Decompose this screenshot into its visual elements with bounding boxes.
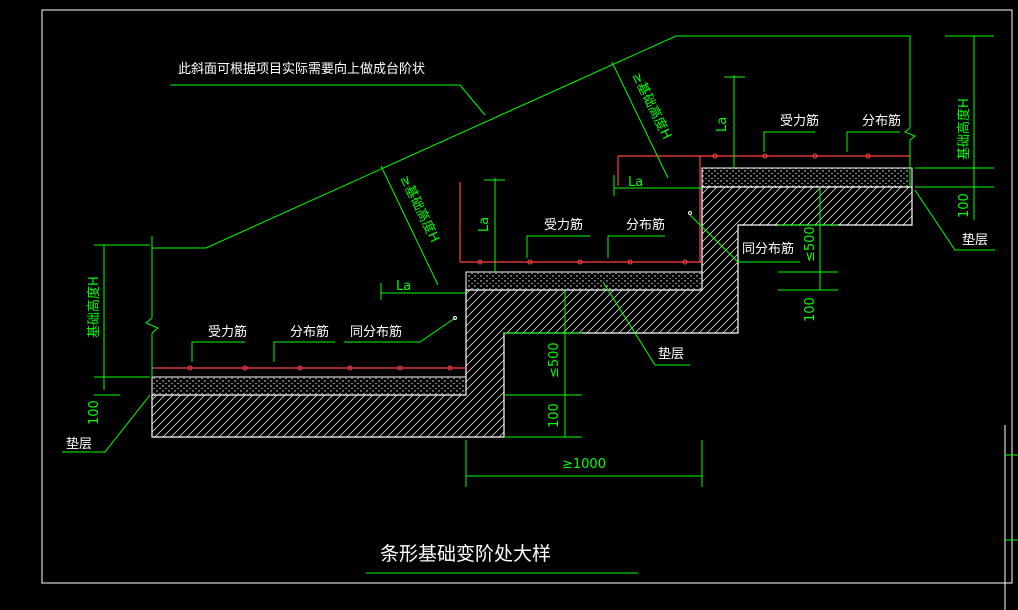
dim-100-right-middle: 100 xyxy=(803,297,818,322)
main-rebar-label-2: 受力筋 xyxy=(544,217,583,233)
dist-rebar-label-3: 分布筋 xyxy=(862,113,901,129)
dim-100-middle: 100 xyxy=(547,403,562,428)
anchor-la-label-2: La xyxy=(628,175,643,190)
anchor-la-vertical-1: La xyxy=(477,217,492,232)
cushion-label-middle: 垫层 xyxy=(658,346,684,362)
dim-ge1000: ≥1000 xyxy=(562,457,606,472)
rebar-dots xyxy=(187,153,871,371)
dim-100-right: 100 xyxy=(957,193,972,218)
main-rebar-label-1: 受力筋 xyxy=(208,324,247,340)
dist-rebar-label-2: 分布筋 xyxy=(626,217,665,233)
height-ge-label-1: ≥基础高度H xyxy=(396,173,442,245)
anchor-end-marks xyxy=(453,211,692,320)
rebar-lines xyxy=(152,155,910,369)
cushion-label-left: 垫层 xyxy=(66,436,92,452)
main-rebar-label-3: 受力筋 xyxy=(780,113,819,129)
dim-le500-middle: ≤500 xyxy=(547,342,562,378)
drawing-title: 条形基础变阶处大样 xyxy=(380,543,551,565)
same-dist-rebar-label-1: 同分布筋 xyxy=(350,324,402,340)
same-dist-rebar-label-2: 同分布筋 xyxy=(742,241,794,257)
height-ge-label-2: ≥基础高度H xyxy=(628,70,674,142)
dim-le500-right: ≤500 xyxy=(803,226,818,262)
dist-rebar-label-1: 分布筋 xyxy=(290,324,329,340)
slope-note-label: 此斜面可根据项目实际需要向上做成台阶状 xyxy=(178,61,425,77)
height-label-left: 基础高度H xyxy=(86,276,102,338)
cushion-layer xyxy=(151,167,913,396)
drawing-frame xyxy=(41,9,1013,584)
anchor-la-vertical-2: La xyxy=(715,117,730,132)
height-label-right: 基础高度H xyxy=(956,98,972,160)
green-lines xyxy=(62,35,1018,574)
dim-100-left: 100 xyxy=(87,400,102,425)
cushion-label-right: 垫层 xyxy=(962,232,988,248)
anchor-la-label-1: La xyxy=(396,279,411,294)
